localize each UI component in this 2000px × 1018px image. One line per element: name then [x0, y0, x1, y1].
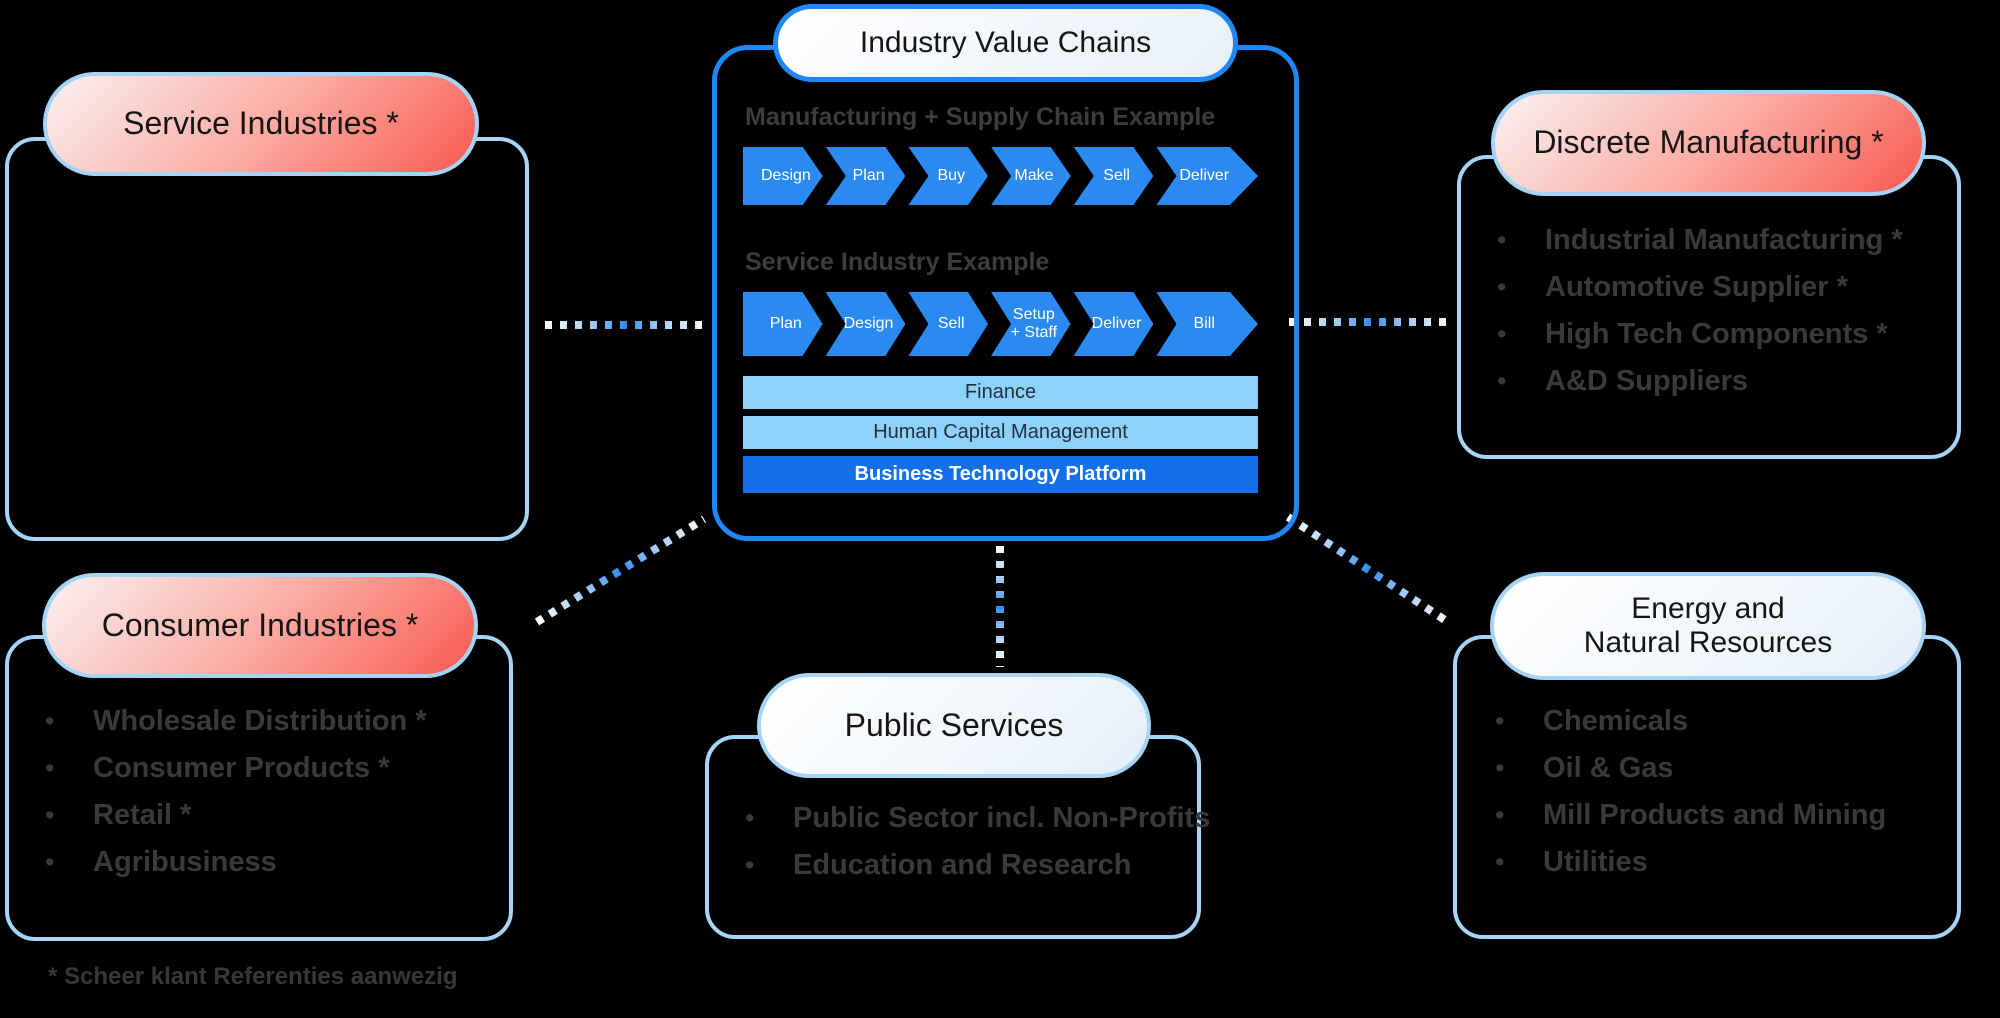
- finance-bar: Finance: [743, 376, 1258, 409]
- chevron-step: Plan: [743, 292, 823, 356]
- discrete-manufacturing-title: Discrete Manufacturing *: [1533, 124, 1884, 161]
- public-services-list: •Public Sector incl. Non-Profits •Educat…: [745, 795, 1211, 889]
- energy-natural-resources-list: •Chemicals •Oil & Gas •Mill Products and…: [1495, 698, 1935, 886]
- list-item: •A&D Suppliers: [1497, 365, 1749, 397]
- public-services-title: Public Services: [844, 706, 1064, 743]
- bullet-icon: •: [745, 850, 755, 880]
- bullet-icon: •: [745, 803, 755, 833]
- bullet-icon: •: [45, 847, 55, 877]
- industry-value-chains-title: Industry Value Chains: [859, 25, 1152, 59]
- manufacturing-example-heading: Manufacturing + Supply Chain Example: [745, 103, 1216, 131]
- list-item: •Chemicals: [1495, 705, 1689, 737]
- bullet-icon: •: [1495, 706, 1505, 736]
- list-item: •Automotive Supplier *: [1497, 271, 1848, 303]
- chevron-step: Design: [743, 147, 823, 205]
- manufacturing-value-chain: Design Plan Buy Make Sell Deliver: [743, 147, 1258, 205]
- footnote: * Scheer klant Referenties aanwezig: [48, 963, 458, 990]
- bullet-icon: •: [45, 753, 55, 783]
- chevron-step: Design: [826, 292, 906, 356]
- energy-natural-resources-header: Energy and Natural Resources: [1490, 572, 1926, 680]
- service-industries-box: [5, 137, 529, 541]
- list-item: •Wholesale Distribution *: [45, 705, 427, 737]
- industry-value-chains-header: Industry Value Chains: [773, 4, 1238, 82]
- bullet-icon: •: [1495, 800, 1505, 830]
- chevron-step: Buy: [908, 147, 988, 205]
- list-item: •Agribusiness: [45, 846, 277, 878]
- chevron-step: Deliver: [1074, 292, 1154, 356]
- bullet-icon: •: [1497, 272, 1507, 302]
- consumer-industries-header: Consumer Industries *: [42, 573, 478, 678]
- public-services-header: Public Services: [757, 673, 1151, 778]
- bullet-icon: •: [45, 800, 55, 830]
- list-item: •High Tech Components *: [1497, 318, 1888, 350]
- discrete-manufacturing-list: •Industrial Manufacturing * •Automotive …: [1497, 217, 1937, 405]
- discrete-manufacturing-header: Discrete Manufacturing *: [1491, 90, 1926, 196]
- human-capital-management-bar: Human Capital Management: [743, 416, 1258, 449]
- connector-center-to-energy: [1285, 513, 1454, 628]
- list-item: •Retail *: [45, 799, 192, 831]
- bullet-icon: •: [45, 706, 55, 736]
- service-industries-header: Service Industries *: [43, 72, 479, 176]
- service-value-chain: Plan Design Sell Setup + Staff Deliver B…: [743, 292, 1258, 356]
- list-item: •Utilities: [1495, 846, 1648, 878]
- bullet-icon: •: [1497, 319, 1507, 349]
- chevron-step: Bill: [1156, 292, 1258, 356]
- consumer-industries-title: Consumer Industries *: [101, 606, 419, 643]
- list-item: •Mill Products and Mining: [1495, 799, 1887, 831]
- bullet-icon: •: [1495, 847, 1505, 877]
- bullet-icon: •: [1497, 366, 1507, 396]
- service-example-heading: Service Industry Example: [745, 248, 1050, 276]
- list-item: •Oil & Gas: [1495, 752, 1674, 784]
- connector-center-to-consumer: [534, 515, 707, 626]
- chevron-step: Setup + Staff: [991, 292, 1071, 356]
- list-item: •Education and Research: [745, 849, 1132, 881]
- energy-title-line1: Energy and: [1631, 591, 1785, 625]
- chevron-step: Make: [991, 147, 1071, 205]
- list-item: •Public Sector incl. Non-Profits: [745, 802, 1211, 834]
- list-item: •Consumer Products *: [45, 752, 390, 784]
- list-item: •Industrial Manufacturing *: [1497, 224, 1903, 256]
- service-industries-title: Service Industries *: [123, 105, 399, 142]
- bullet-icon: •: [1497, 225, 1507, 255]
- chevron-step: Plan: [826, 147, 906, 205]
- bullet-icon: •: [1495, 753, 1505, 783]
- energy-title-line2: Natural Resources: [1583, 626, 1833, 659]
- chevron-step: Deliver: [1156, 147, 1258, 205]
- chevron-step: Sell: [1074, 147, 1154, 205]
- chevron-step: Sell: [908, 292, 988, 356]
- consumer-industries-list: •Wholesale Distribution * •Consumer Prod…: [45, 698, 485, 886]
- business-technology-platform-bar: Business Technology Platform: [743, 456, 1258, 493]
